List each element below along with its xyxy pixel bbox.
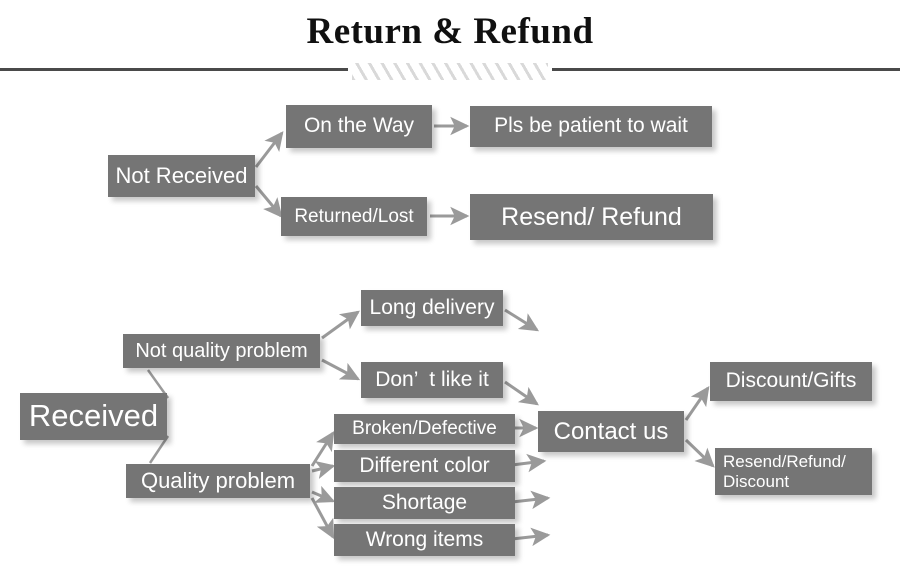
arrow-long-delivery-to-contact-us (504, 308, 540, 332)
arrow-quality-to-different-color (311, 460, 336, 479)
arrow-quality-to-shortage (311, 485, 336, 503)
arrow-wrong-items-to-contact-us (511, 527, 551, 547)
node-shortage[interactable]: Shortage (334, 487, 515, 519)
arrow-not-quality-to-dont-like-it (321, 358, 361, 381)
page-title: Return & Refund (306, 11, 594, 52)
decorative-divider (0, 63, 900, 81)
node-pls-be-patient-to-wait[interactable]: Pls be patient to wait (470, 106, 712, 147)
node-dont-like-it[interactable]: Don’ t like it (361, 362, 503, 398)
arrow-contact-us-to-resend-refund-discount (684, 438, 715, 468)
node-long-delivery[interactable]: Long delivery (361, 290, 503, 326)
node-discount-gifts[interactable]: Discount/Gifts (710, 362, 872, 401)
node-not-received[interactable]: Not Received (108, 155, 255, 197)
node-quality-problem[interactable]: Quality problem (126, 464, 310, 498)
node-broken-defective[interactable]: Broken/Defective (334, 414, 515, 444)
node-returned-lost[interactable]: Returned/Lost (281, 197, 427, 236)
node-resend-refund-discount[interactable]: Resend/Refund/ Discount (715, 448, 872, 495)
arrow-quality-to-wrong-items (310, 497, 335, 540)
node-wrong-items[interactable]: Wrong items (334, 524, 515, 556)
arrow-not-received-to-returned-lost (254, 185, 283, 218)
arrow-contact-us-to-discount-gifts (684, 386, 710, 421)
diagonal-hatch-icon (352, 63, 548, 80)
node-on-the-way[interactable]: On the Way (286, 105, 432, 148)
connector-received-to-quality-problem (148, 435, 170, 464)
arrow-different-color-to-contact-us (511, 453, 547, 473)
divider-rule-left (0, 68, 348, 71)
node-contact-us[interactable]: Contact us (538, 411, 684, 452)
arrow-dont-like-it-to-contact-us (504, 380, 539, 406)
node-different-color[interactable]: Different color (334, 450, 515, 482)
arrow-not-quality-to-long-delivery (321, 310, 360, 340)
divider-rule-right (552, 68, 900, 71)
arrow-shortage-to-contact-us (511, 490, 551, 510)
node-resend-refund[interactable]: Resend/ Refund (470, 194, 713, 240)
arrow-quality-to-broken-defective (310, 430, 335, 467)
arrow-not-received-to-on-the-way (254, 131, 284, 168)
node-not-quality-problem[interactable]: Not quality problem (123, 334, 320, 368)
node-received[interactable]: Received (20, 393, 167, 440)
